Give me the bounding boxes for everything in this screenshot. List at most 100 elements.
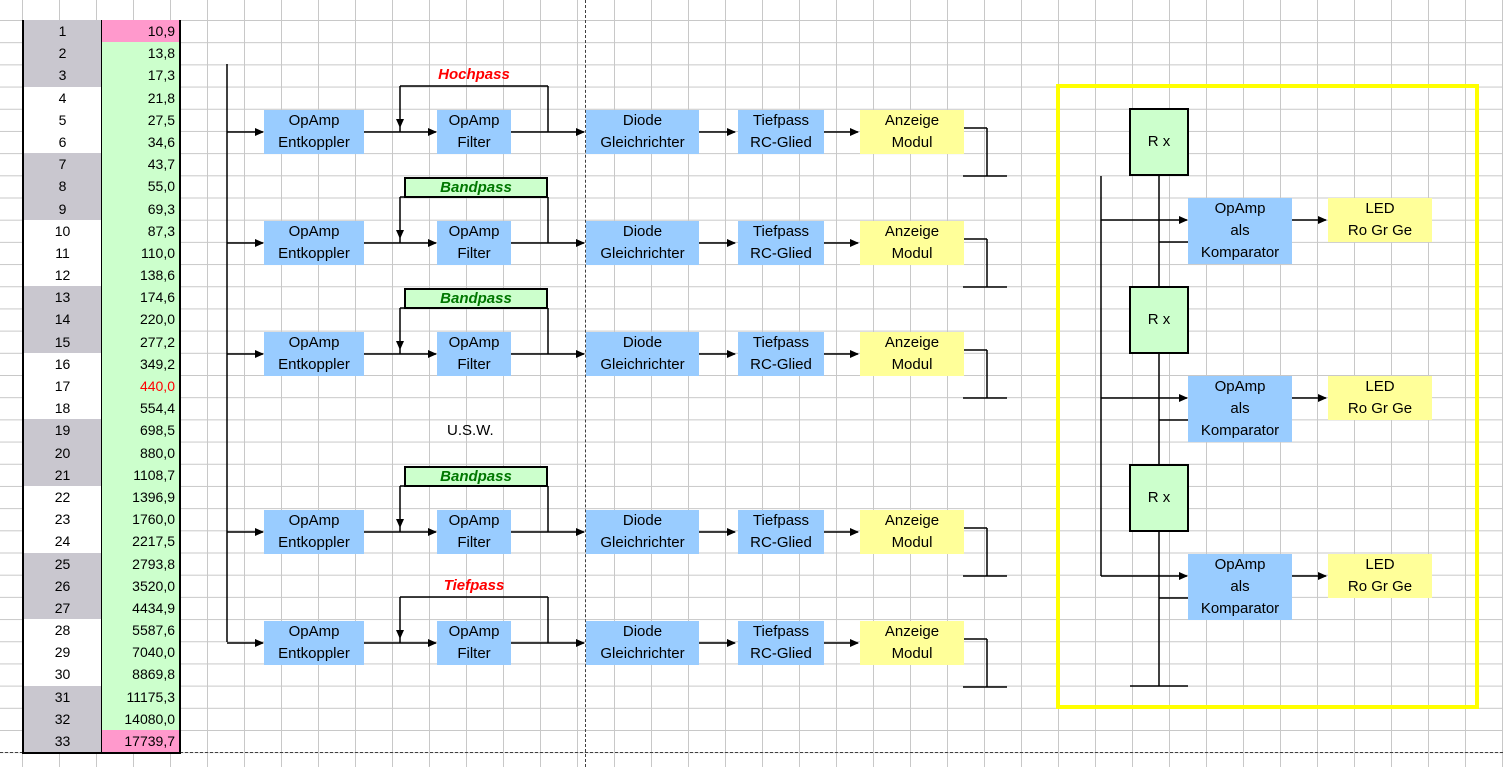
row-number: 19 xyxy=(24,419,102,442)
diode-block-line: Diode xyxy=(622,223,663,240)
frequency-value: 349,2 xyxy=(102,352,179,375)
frequency-value: 1396,9 xyxy=(102,485,179,509)
arrow-right-icon xyxy=(850,239,859,247)
row-number: 9 xyxy=(24,197,102,220)
anzeige-block-line: Modul xyxy=(891,245,933,262)
opamp-filter-block-line: OpAmp xyxy=(448,223,500,240)
row-number: 8 xyxy=(24,175,102,198)
arrow-right-icon xyxy=(1318,572,1327,580)
arrow-right-icon xyxy=(255,528,264,536)
arrow-right-icon xyxy=(727,239,736,247)
row-number: 23 xyxy=(24,508,102,531)
row-number: 26 xyxy=(24,574,102,597)
arrow-right-icon xyxy=(1179,394,1188,402)
frequency-value: 21,8 xyxy=(102,86,179,109)
tiefpass-block-line: Tiefpass xyxy=(752,223,810,240)
arrow-right-icon xyxy=(727,128,736,136)
page-break-vertical xyxy=(585,0,586,767)
diode-block-line: Gleichrichter xyxy=(600,356,685,373)
row-number: 18 xyxy=(24,397,102,420)
opamp-entkoppler-block-line: Entkoppler xyxy=(278,356,350,373)
row-number: 20 xyxy=(24,441,102,464)
arrow-right-icon xyxy=(255,128,264,136)
anzeige-block-line: Anzeige xyxy=(884,223,940,240)
led-block-line: Ro Gr Ge xyxy=(1347,222,1413,239)
frequency-value: 43,7 xyxy=(102,153,179,176)
comparator-block-line: als xyxy=(1230,578,1250,595)
led-block-line: Ro Gr Ge xyxy=(1347,578,1413,595)
frequency-value: 17,3 xyxy=(102,64,179,87)
arrow-down-icon xyxy=(396,630,404,639)
comparator-block-line: OpAmp xyxy=(1214,378,1266,395)
opamp-filter-block-line: OpAmp xyxy=(448,334,500,351)
opamp-entkoppler-block-line: OpAmp xyxy=(288,512,340,529)
diode-block-line: Diode xyxy=(622,112,663,129)
led-block-line: Ro Gr Ge xyxy=(1347,400,1413,417)
arrow-right-icon xyxy=(428,528,437,536)
resistor-block-line: R x xyxy=(1147,311,1171,328)
arrow-right-icon xyxy=(850,128,859,136)
arrow-right-icon xyxy=(576,639,585,647)
row-number: 33 xyxy=(24,730,102,753)
tiefpass-block-line: RC-Glied xyxy=(750,645,812,662)
comparator-block-line: OpAmp xyxy=(1214,556,1266,573)
diode-block-line: Gleichrichter xyxy=(600,245,685,262)
row-number: 22 xyxy=(24,485,102,509)
frequency-value: 1108,7 xyxy=(102,463,179,486)
arrow-right-icon xyxy=(850,350,859,358)
arrow-down-icon xyxy=(396,519,404,528)
frequency-value: 440,0 xyxy=(102,375,179,398)
row-number: 1 xyxy=(24,20,102,43)
frequency-value: 11175,3 xyxy=(102,685,179,708)
arrow-right-icon xyxy=(428,639,437,647)
led-panel-frame xyxy=(1056,84,1479,709)
frequency-value: 34,6 xyxy=(102,130,179,154)
frequency-value: 4434,9 xyxy=(102,596,179,620)
resistor-block: R x xyxy=(1129,108,1189,176)
arrow-down-icon xyxy=(396,230,404,239)
led-block: LED Ro Gr Ge xyxy=(1328,376,1432,420)
filter-type-label: Bandpass xyxy=(404,288,548,309)
anzeige-block-line: Anzeige xyxy=(884,334,940,351)
arrow-right-icon xyxy=(576,128,585,136)
arrow-down-icon xyxy=(396,341,404,350)
arrow-right-icon xyxy=(727,639,736,647)
filter-type-label: Hochpass xyxy=(438,66,510,83)
resistor-block: R x xyxy=(1129,286,1189,354)
frequency-value: 13,8 xyxy=(102,42,179,65)
opamp-entkoppler-block-line: Entkoppler xyxy=(278,645,350,662)
comparator-block-line: als xyxy=(1230,400,1250,417)
anzeige-block-line: Modul xyxy=(891,356,933,373)
arrow-right-icon xyxy=(727,528,736,536)
arrow-right-icon xyxy=(428,350,437,358)
row-number: 16 xyxy=(24,352,102,375)
row-number: 29 xyxy=(24,641,102,664)
usw-note: U.S.W. xyxy=(447,422,494,439)
led-block-line: LED xyxy=(1365,378,1395,395)
row-number: 28 xyxy=(24,619,102,642)
